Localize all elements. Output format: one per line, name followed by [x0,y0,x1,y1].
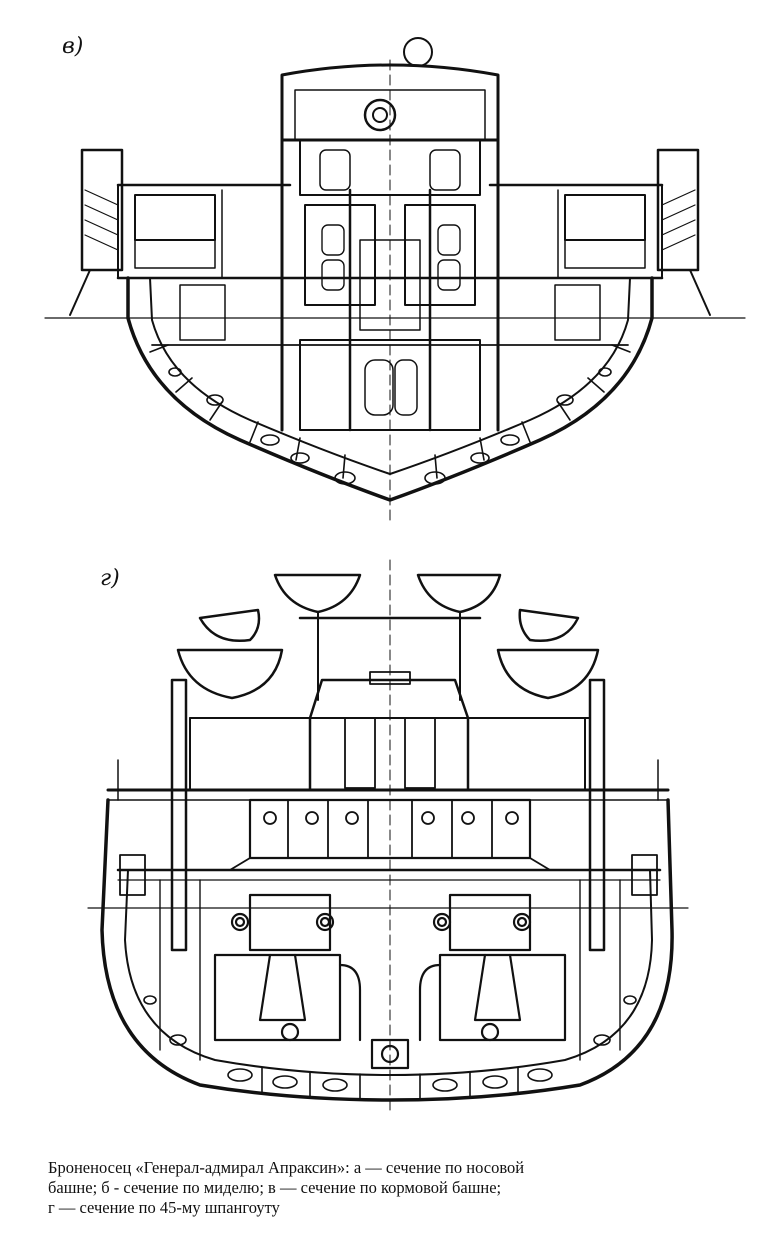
caption-line-1: Броненосец «Генерал-адмирал Апраксин»: а… [48,1158,525,1177]
caption-line-2: башне; б - сечение по миделю; в — сечени… [48,1178,502,1197]
section-v-label: в) [62,34,84,59]
section-g-diagram [88,560,688,1110]
section-g-label: г) [100,566,120,591]
section-v-diagram [45,38,745,520]
caption-line-3: г — сечение по 45-му шпангоуту [48,1198,280,1217]
figure-caption: Броненосец «Генерал-адмирал Апраксин»: а… [48,1158,748,1218]
